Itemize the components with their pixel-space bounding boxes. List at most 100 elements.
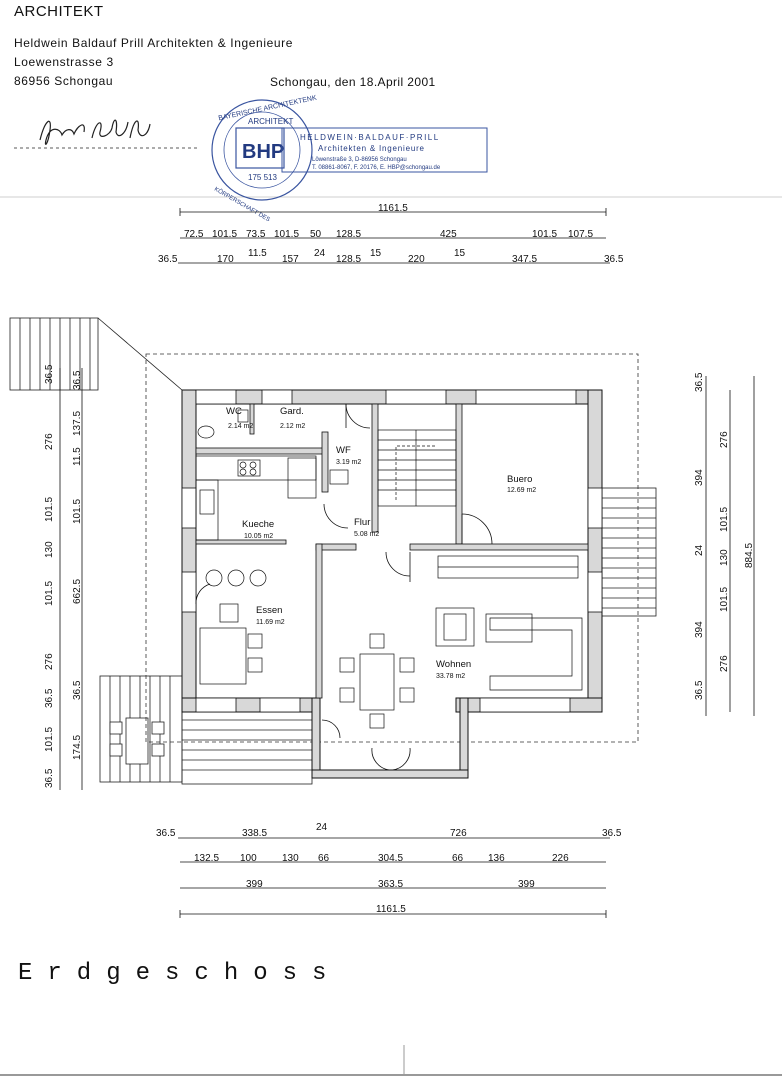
room-buero-name: Buero bbox=[507, 474, 532, 485]
dim-label: 36.5 bbox=[602, 828, 622, 839]
stamp-address: Löwenstraße 3, D-86956 Schongau bbox=[312, 157, 407, 163]
dimensions-top bbox=[178, 208, 610, 264]
dim-label: 36.5 bbox=[72, 370, 83, 390]
dim-label: 363.5 bbox=[378, 879, 403, 890]
room-wc-area: 2.14 m2 bbox=[228, 423, 253, 430]
dim-label: 11.5 bbox=[248, 248, 267, 259]
stamp-contact: T. 08861-8067, F. 20176, E. HBP@schongau… bbox=[312, 165, 441, 171]
stamp-ring-left: KÖRPERSCHAFT DES bbox=[213, 186, 271, 224]
dimensions-bottom-row1: 36.5 338.5 24 726 36.5 bbox=[156, 822, 622, 839]
dimensions-left bbox=[59, 368, 83, 790]
plan-date: Schongau, den 18.April 2001 bbox=[270, 75, 436, 89]
dim-label: 220 bbox=[408, 254, 425, 265]
dimensions-right-outer: 276 101.5 130 101.5 276 bbox=[719, 431, 730, 672]
room-essen-name: Essen bbox=[256, 605, 282, 616]
dim-label: 347.5 bbox=[512, 254, 537, 265]
room-flur-name: Flur bbox=[354, 517, 370, 528]
dim-label: 15 bbox=[454, 248, 466, 259]
dim-label: 101.5 bbox=[44, 727, 55, 752]
dim-label: 726 bbox=[450, 828, 467, 839]
stamp-seal-number: 175 513 bbox=[248, 173, 277, 182]
staircase bbox=[377, 429, 457, 507]
dim-right-total: 884.5 bbox=[744, 543, 755, 568]
dim-label: 101.5 bbox=[532, 229, 557, 240]
dim-label: 101.5 bbox=[44, 581, 55, 606]
dim-label: 36.5 bbox=[44, 768, 55, 788]
roof-outline bbox=[145, 353, 639, 743]
dim-label: 276 bbox=[719, 431, 730, 448]
dim-label: 36.5 bbox=[158, 254, 178, 265]
dimensions-bottom-row2: 132.5 100 130 66 304.5 66 136 226 bbox=[194, 853, 569, 864]
dim-label: 50 bbox=[310, 229, 322, 240]
room-wf-name: WF bbox=[336, 445, 351, 456]
dim-label: 399 bbox=[246, 879, 263, 890]
signature bbox=[14, 119, 198, 149]
terrace-right bbox=[599, 487, 657, 617]
dim-label: 662.5 bbox=[72, 579, 83, 604]
architect-heading: ARCHITEKT bbox=[14, 3, 104, 20]
dim-label: 36.5 bbox=[156, 828, 176, 839]
dim-label: 338.5 bbox=[242, 828, 267, 839]
room-wohnen-name: Wohnen bbox=[436, 659, 471, 670]
dimensions-left-inner: 36.5 137.5 11.5 101.5 662.5 36.5 174.5 bbox=[72, 370, 83, 760]
dim-label: 36.5 bbox=[604, 254, 624, 265]
dim-label: 100 bbox=[240, 853, 257, 864]
dim-label: 24 bbox=[314, 248, 326, 259]
room-kueche-area: 10.05 m2 bbox=[244, 533, 273, 540]
dim-label: 36.5 bbox=[694, 372, 705, 392]
dim-label: 170 bbox=[217, 254, 234, 265]
dim-label: 394 bbox=[694, 469, 705, 486]
architect-stamp: BAYERISCHE ARCHITEKTENK KÖRPERSCHAFT DES… bbox=[211, 95, 488, 224]
dimensions-bottom-row3: 399 363.5 399 bbox=[246, 879, 535, 890]
terrace-front bbox=[181, 709, 313, 785]
dimensions-right bbox=[705, 376, 755, 716]
room-wohnen-area: 33.78 m2 bbox=[436, 673, 465, 680]
dim-label: 128.5 bbox=[336, 229, 361, 240]
dim-top-total: 1161.5 bbox=[378, 203, 408, 214]
dim-label: 276 bbox=[44, 433, 55, 450]
dim-label: 399 bbox=[518, 879, 535, 890]
dim-label: 101.5 bbox=[719, 587, 730, 612]
dim-label: 130 bbox=[282, 853, 299, 864]
dim-label: 24 bbox=[316, 822, 328, 833]
dimensions-right-inner: 36.5 394 24 394 36.5 bbox=[694, 372, 705, 700]
wc-fixtures bbox=[197, 409, 349, 485]
dim-label: 66 bbox=[452, 853, 464, 864]
dim-label: 101.5 bbox=[274, 229, 299, 240]
dim-label: 36.5 bbox=[44, 364, 55, 384]
dim-label: 101.5 bbox=[719, 507, 730, 532]
dim-label: 101.5 bbox=[72, 499, 83, 524]
dim-bottom-total: 1161.5 bbox=[376, 904, 406, 915]
room-wf-area: 3.19 m2 bbox=[336, 459, 361, 466]
dimensions-top-row2: 36.5 170 11.5 157 24 128.5 15 220 15 347… bbox=[158, 248, 624, 265]
dim-label: 73.5 bbox=[246, 229, 266, 240]
dim-label: 101.5 bbox=[212, 229, 237, 240]
firm-name: Heldwein Baldauf Prill Architekten & Ing… bbox=[14, 36, 294, 50]
dim-label: 276 bbox=[44, 653, 55, 670]
floor-title: Erdgeschoss bbox=[18, 960, 342, 987]
stamp-firm-line-1: HELDWEIN·BALDAUF·PRILL bbox=[300, 133, 440, 142]
roof-overhang-left bbox=[9, 317, 183, 391]
room-wc-name: WC bbox=[226, 406, 242, 417]
dim-label: 36.5 bbox=[44, 688, 55, 708]
windows bbox=[181, 389, 603, 713]
dim-label: 226 bbox=[552, 853, 569, 864]
dim-label: 15 bbox=[370, 248, 382, 259]
dim-label: 36.5 bbox=[72, 680, 83, 700]
dim-label: 137.5 bbox=[72, 411, 83, 436]
dim-label: 136 bbox=[488, 853, 505, 864]
room-flur-area: 5.08 m2 bbox=[354, 531, 379, 538]
stamp-logo: BHP bbox=[242, 141, 284, 163]
dim-label: 24 bbox=[694, 544, 705, 556]
terrace-left bbox=[99, 675, 183, 783]
dim-label: 101.5 bbox=[44, 497, 55, 522]
room-gard-area: 2.12 m2 bbox=[280, 423, 305, 430]
dim-label: 425 bbox=[440, 229, 457, 240]
dim-label: 394 bbox=[694, 621, 705, 638]
dimensions-top-row1: 72.5 101.5 73.5 101.5 50 128.5 425 101.5… bbox=[184, 229, 593, 240]
room-gard-name: Gard. bbox=[280, 406, 304, 417]
dim-label: 11.5 bbox=[72, 447, 83, 466]
dim-label: 66 bbox=[318, 853, 330, 864]
dimensions-left-outer: 36.5 101.5 36.5 276 101.5 130 101.5 276 … bbox=[44, 364, 55, 788]
